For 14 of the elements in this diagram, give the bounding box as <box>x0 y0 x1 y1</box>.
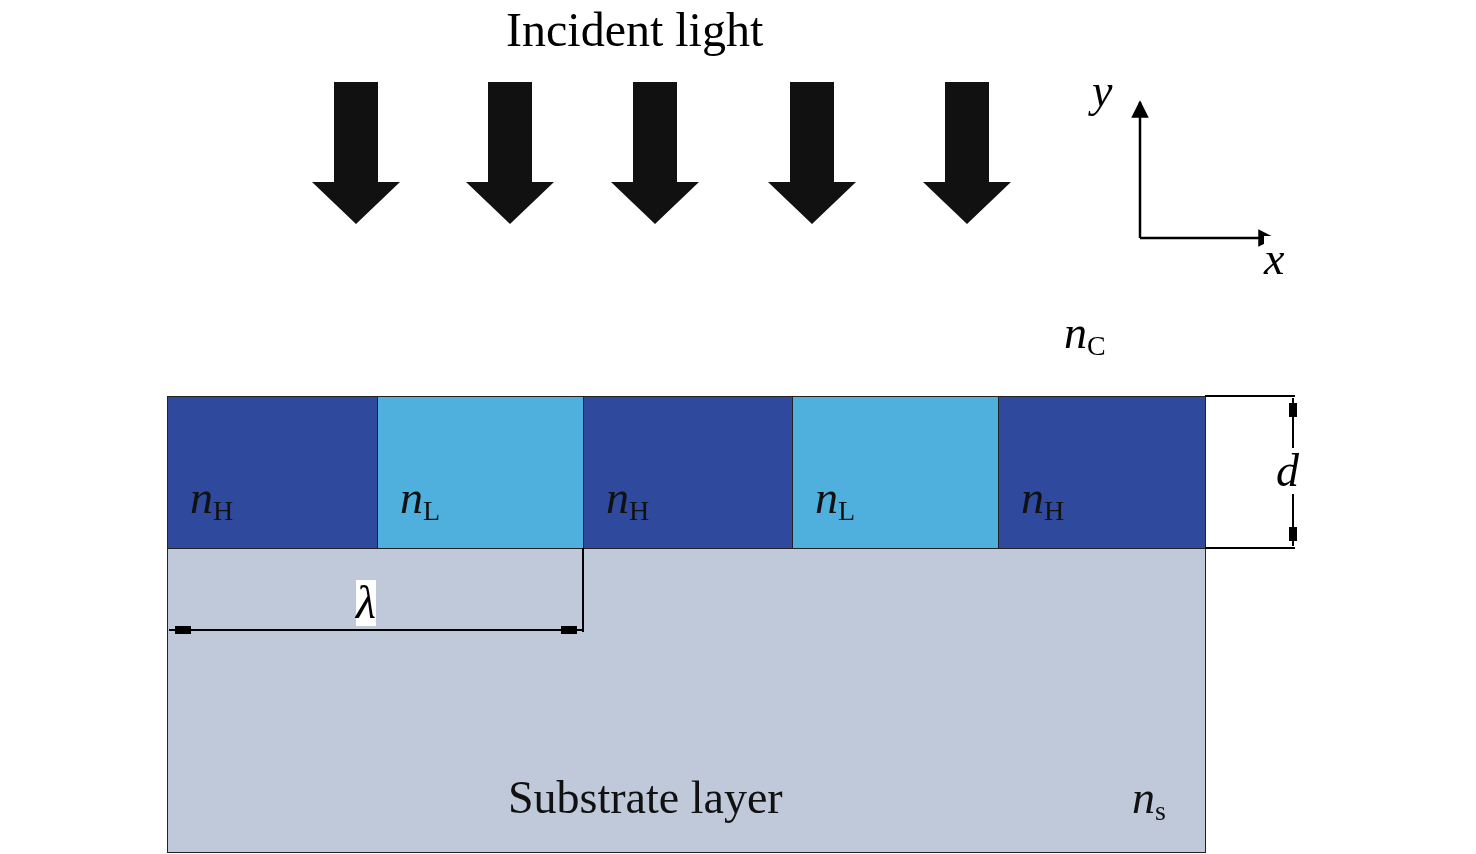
dimension-label: λ <box>356 580 376 626</box>
refractive-index-label: n$_{L}$ <box>815 475 856 521</box>
grating-ridge <box>583 396 793 549</box>
refractive-index-label: n$_{H}$ <box>190 475 234 521</box>
refractive-index-label: n$_{s}$ <box>1132 775 1166 821</box>
refractive-index-label: n$_{H}$ <box>606 475 650 521</box>
refractive-index-label: n$_{H}$ <box>1021 475 1065 521</box>
grating-ridge <box>167 396 378 549</box>
grating-ridge <box>998 396 1206 549</box>
dimension-label: d <box>1276 448 1299 494</box>
substrate-layer <box>167 548 1206 853</box>
layer-name: Substrate layer <box>508 775 783 821</box>
diagram-title: Incident light <box>506 6 764 54</box>
refractive-index-label: n$_{L}$ <box>400 475 441 521</box>
